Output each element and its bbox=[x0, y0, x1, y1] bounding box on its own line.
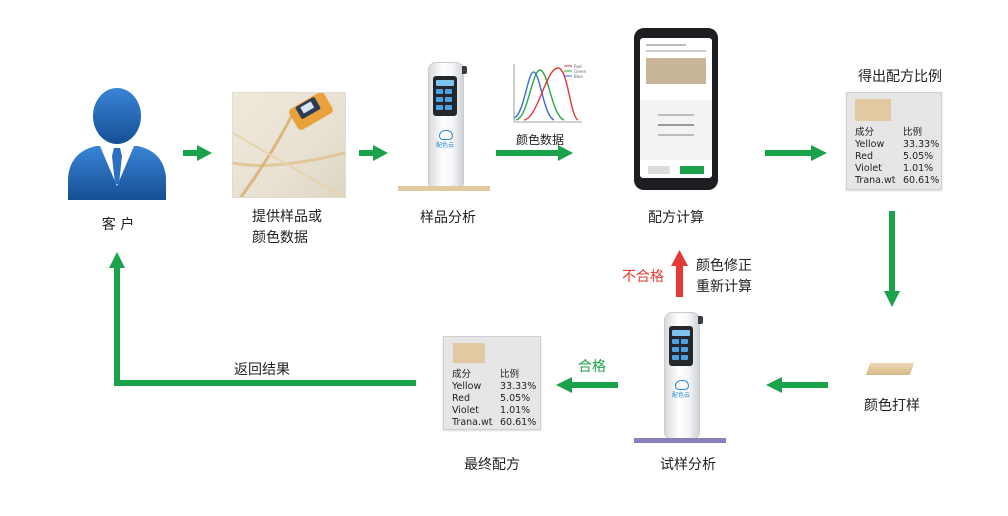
arrow-proofing-to-trial bbox=[766, 377, 828, 393]
sample-base bbox=[398, 186, 490, 191]
arrow-fail-recalc bbox=[671, 250, 688, 297]
arrow-trial-to-final bbox=[556, 377, 618, 393]
phone-mockup bbox=[634, 28, 718, 190]
correction-line2: 重新计算 bbox=[696, 279, 752, 295]
colorimeter-device: 配色云 bbox=[428, 62, 468, 190]
final-formula-label: 最终配方 bbox=[464, 457, 520, 473]
return-result-label: 返回结果 bbox=[234, 362, 290, 378]
color-proofing-label: 颜色打样 bbox=[864, 398, 920, 414]
trial-analysis-label: 试样分析 bbox=[660, 457, 716, 473]
customer-label: 客 户 bbox=[101, 217, 135, 233]
trial-base bbox=[634, 438, 726, 443]
arrow-calc-to-ratio bbox=[765, 145, 827, 161]
arrow-provide-to-analysis bbox=[359, 145, 388, 161]
legend-red: Red bbox=[574, 64, 582, 69]
proof-sample bbox=[865, 363, 915, 375]
correction-line1: 颜色修正 bbox=[696, 258, 752, 274]
sample-photo bbox=[232, 92, 346, 198]
arrow-return-to-customer bbox=[109, 252, 416, 386]
arrow-customer-to-provide bbox=[183, 145, 212, 161]
fail-label: 不合格 bbox=[622, 269, 664, 285]
final-color-swatch bbox=[453, 343, 485, 363]
color-data-label: 颜色数据 bbox=[515, 133, 564, 147]
legend-green: Green bbox=[574, 69, 587, 74]
customer-icon bbox=[68, 88, 166, 200]
spectrum-chart: Red Green Blue bbox=[513, 64, 587, 123]
formula-calc-label: 配方计算 bbox=[648, 210, 704, 226]
colorimeter-device-trial: 配色云 bbox=[664, 312, 704, 440]
color-swatch bbox=[855, 99, 891, 121]
sample-analysis-label: 样品分析 bbox=[420, 210, 476, 226]
arrow-analysis-to-calc bbox=[496, 145, 573, 161]
provide-label-line1: 提供样品或 bbox=[252, 209, 322, 225]
legend-blue: Blue bbox=[574, 74, 583, 79]
pass-label: 合格 bbox=[578, 359, 606, 375]
get-ratio-label: 得出配方比例 bbox=[858, 69, 942, 85]
device-logo: 配色云 bbox=[435, 142, 454, 149]
provide-label-line2: 颜色数据 bbox=[252, 230, 308, 246]
arrow-ratio-to-proofing bbox=[884, 211, 900, 307]
